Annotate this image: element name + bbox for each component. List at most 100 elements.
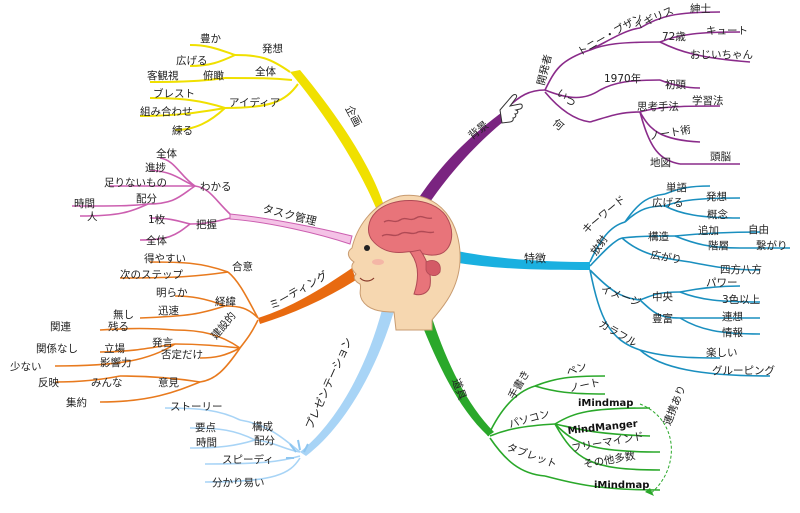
node-notejutsu: ノート術 [648,123,692,143]
node-keii: 経緯 [215,295,236,308]
node-neru: 練る [172,124,193,137]
branch-kikaku [290,70,384,208]
node-akiraka: 明らか [156,287,188,299]
node-kosei: 構成 [252,420,273,433]
haikei-label: 背景 [465,118,491,143]
node-hasso: 発想 [262,42,283,55]
node-rensou: 連想 [722,310,743,323]
node-kyakkanshi: 客観視 [147,69,179,82]
branch-haikei [420,110,510,202]
branch-tokucho [452,250,590,270]
node-chuo: 中央 [652,290,673,303]
node-imindmap2: iMindmap [594,480,649,491]
node-hirogeru: 広げる [176,54,208,67]
node-speedy: スピーディ [222,453,274,466]
node-sukunai: 少ない [10,361,42,373]
node-tachiba: 立場 [104,342,125,355]
node-ichimai: 1枚 [148,213,166,226]
node-fukan: 俯瞰 [203,69,224,82]
node-kaihatsusha: 開発者 [534,53,554,87]
node-hatsugen: 発言 [152,336,173,349]
branch-meeting [258,268,356,324]
node-year: 1970年 [604,72,641,85]
node-hanei: 反映 [38,377,59,389]
dogu-label: 道具 [449,376,470,401]
node-yoten: 要点 [195,422,216,434]
node-shotou: 初頭 [665,78,686,91]
node-zuno: 頭脳 [710,151,731,163]
node-hasso-t: 発想 [706,190,727,203]
node-zentai-t: 全体 [156,147,177,160]
node-hirogeru-t: 広げる [652,196,684,209]
node-jikan-t: 時間 [74,198,95,210]
node-power: パワー [706,277,738,289]
node-kozo: 構造 [648,230,669,243]
node-next: 次のステップ [120,268,183,281]
node-nani: 何 [550,116,567,133]
node-yutaka: 豊か [200,32,221,45]
node-tablet: タブレット [505,441,559,471]
node-shuyaku: 集約 [66,396,87,409]
node-grouping: グルーピング [712,364,775,377]
node-goi: 合意 [232,260,253,273]
node-minna: みんな [91,377,123,389]
node-kumiawase: 組み合わせ [140,105,193,118]
node-sonota: その他多数 [582,449,636,471]
node-colorful: カラフル [597,318,639,349]
node-tsuika: 追加 [698,224,719,237]
node-haibun-p: 配分 [254,435,275,447]
node-pasokon: パソコン [508,408,552,431]
node-haibun-t: 配分 [136,193,157,205]
node-shiho: 四方八方 [720,263,762,276]
link-arrow [639,403,672,495]
node-keyword: キーワード [580,193,628,236]
node-cute: キュート [706,25,748,37]
node-image: イメージ [599,284,642,310]
node-shinchoku: 進捗 [145,161,166,174]
tokucho-label: 特徴 [524,251,546,265]
node-wakariyasui: 分かり易い [212,477,265,489]
branch-dogu [420,318,494,436]
node-shinshi: 紳士 [690,2,711,15]
node-tony: トニー・ブザン [575,11,645,59]
node-nashi: 無し [113,308,134,321]
node-hoshaku: 放射 [588,233,611,258]
node-note: ノート [568,377,601,395]
node-hirogari: 広がり [649,248,682,266]
node-eikyo: 影響力 [100,356,132,369]
node-tango: 単語 [666,181,687,194]
branch-task [229,213,353,245]
node-shiko: 思考手法 [637,100,679,113]
node-hitei: 否定だけ [161,348,203,361]
node-gainen: 概念 [707,208,728,221]
node-kaiso: 階層 [708,240,729,252]
node-story: ストーリー [170,401,223,413]
presen-label: プレゼンテーション [303,336,355,432]
pointing-hand-icon [499,94,523,124]
node-itsu: いつ [554,87,578,110]
node-kankeinashi: 関係なし [36,343,78,355]
node-haaku: 把握 [196,218,217,231]
node-zentai: 全体 [255,65,276,78]
node-kanren: 関連 [50,320,71,333]
node-etteyasui: 得やすい [144,253,186,265]
node-igirisu: イギリス [632,5,675,33]
node-hofu: 豊富 [652,312,673,325]
node-imindmap1: iMindmap [578,398,633,409]
node-renkei: 連携あり [661,383,689,427]
node-gakushu: 学習法 [692,94,724,107]
node-ojiisan: おじいちゃん [690,49,753,61]
central-head-image [347,194,461,331]
node-tanoshii: 楽しい [706,346,738,359]
node-brest: ブレスト [153,87,195,100]
node-jinsoku: 迅速 [158,305,179,317]
node-idea: アイディア [229,96,280,109]
node-nokoru: 残る [108,320,129,333]
kikaku-label: 企画 [342,103,365,129]
node-wakaru: わかる [200,181,232,193]
node-jiyu: 自由 [748,223,769,236]
arrow-head-icon [645,488,654,496]
node-tsunagari: 繋がり [756,239,788,252]
